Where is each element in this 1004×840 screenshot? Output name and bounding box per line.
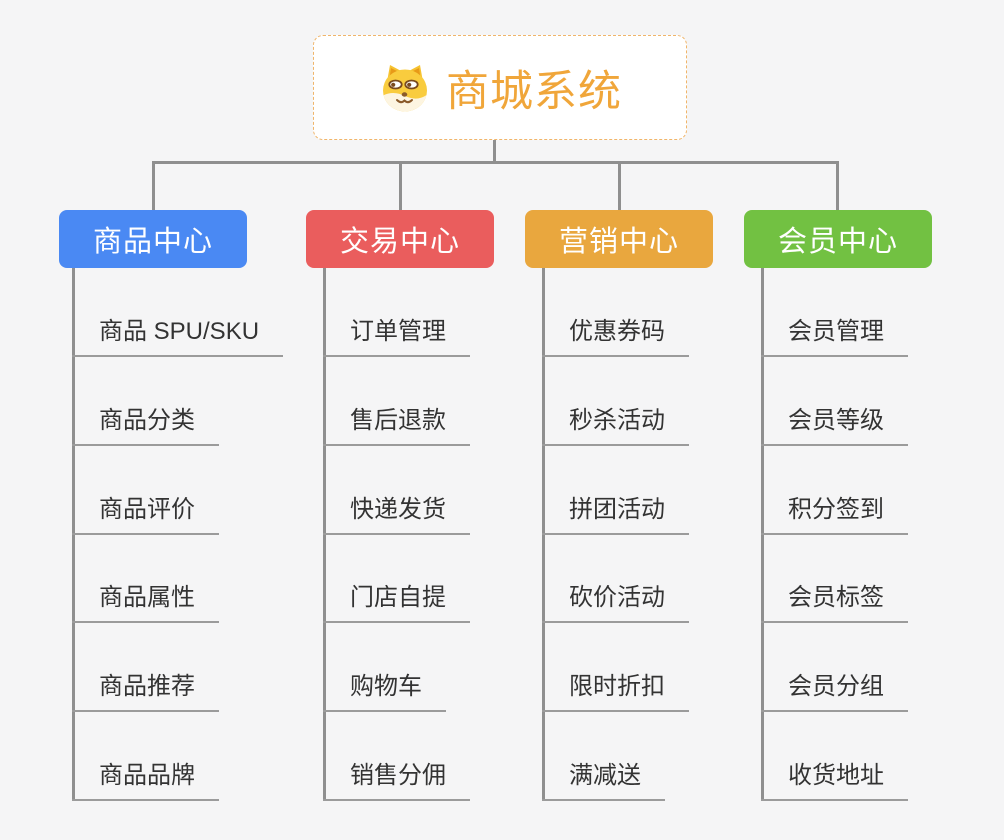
branch-node-product-center[interactable]: 商品中心: [59, 210, 247, 268]
leaf-node[interactable]: 门店自提: [323, 583, 470, 623]
connector-drop-marketing: [618, 161, 621, 211]
leaf-node[interactable]: 售后退款: [323, 406, 470, 446]
leaf-node[interactable]: 购物车: [323, 672, 446, 712]
leaf-node[interactable]: 满减送: [542, 761, 665, 801]
leaf-node[interactable]: 收货地址: [761, 761, 908, 801]
leaf-node[interactable]: 会员标签: [761, 583, 908, 623]
connector-drop-member: [836, 161, 839, 211]
leaf-node[interactable]: 会员分组: [761, 672, 908, 712]
leaf-node[interactable]: 商品推荐: [72, 672, 219, 712]
leaf-node[interactable]: 商品品牌: [72, 761, 219, 801]
branch-node-marketing-center[interactable]: 营销中心: [525, 210, 713, 268]
leaf-node[interactable]: 商品分类: [72, 406, 219, 446]
leaf-node[interactable]: 商品 SPU/SKU: [72, 317, 284, 357]
leaf-node[interactable]: 优惠券码: [542, 317, 689, 357]
leaf-node[interactable]: 秒杀活动: [542, 406, 689, 446]
leaf-node[interactable]: 订单管理: [323, 317, 470, 357]
leaf-node[interactable]: 快递发货: [323, 495, 470, 535]
branch-node-trade-center[interactable]: 交易中心: [306, 210, 494, 268]
connector-root-drop: [493, 140, 496, 163]
connector-horizontal-bar: [152, 161, 839, 164]
leaf-node[interactable]: 商品评价: [72, 495, 219, 535]
root-node-title: 商城系统: [446, 67, 622, 116]
leaf-node[interactable]: 砍价活动: [542, 583, 689, 623]
leaf-node[interactable]: 销售分佣: [323, 761, 470, 801]
leaf-node[interactable]: 会员管理: [761, 317, 908, 357]
root-node[interactable]: 商城系统: [313, 35, 687, 140]
connector-drop-product: [152, 161, 155, 211]
branch-node-member-center[interactable]: 会员中心: [744, 210, 932, 268]
dog-face-icon: [378, 63, 432, 113]
connector-drop-trade: [399, 161, 402, 211]
leaf-node[interactable]: 限时折扣: [542, 672, 689, 712]
leaf-node[interactable]: 拼团活动: [542, 495, 689, 535]
leaf-node[interactable]: 积分签到: [761, 495, 908, 535]
leaf-node[interactable]: 商品属性: [72, 583, 219, 623]
leaf-node[interactable]: 会员等级: [761, 406, 908, 446]
